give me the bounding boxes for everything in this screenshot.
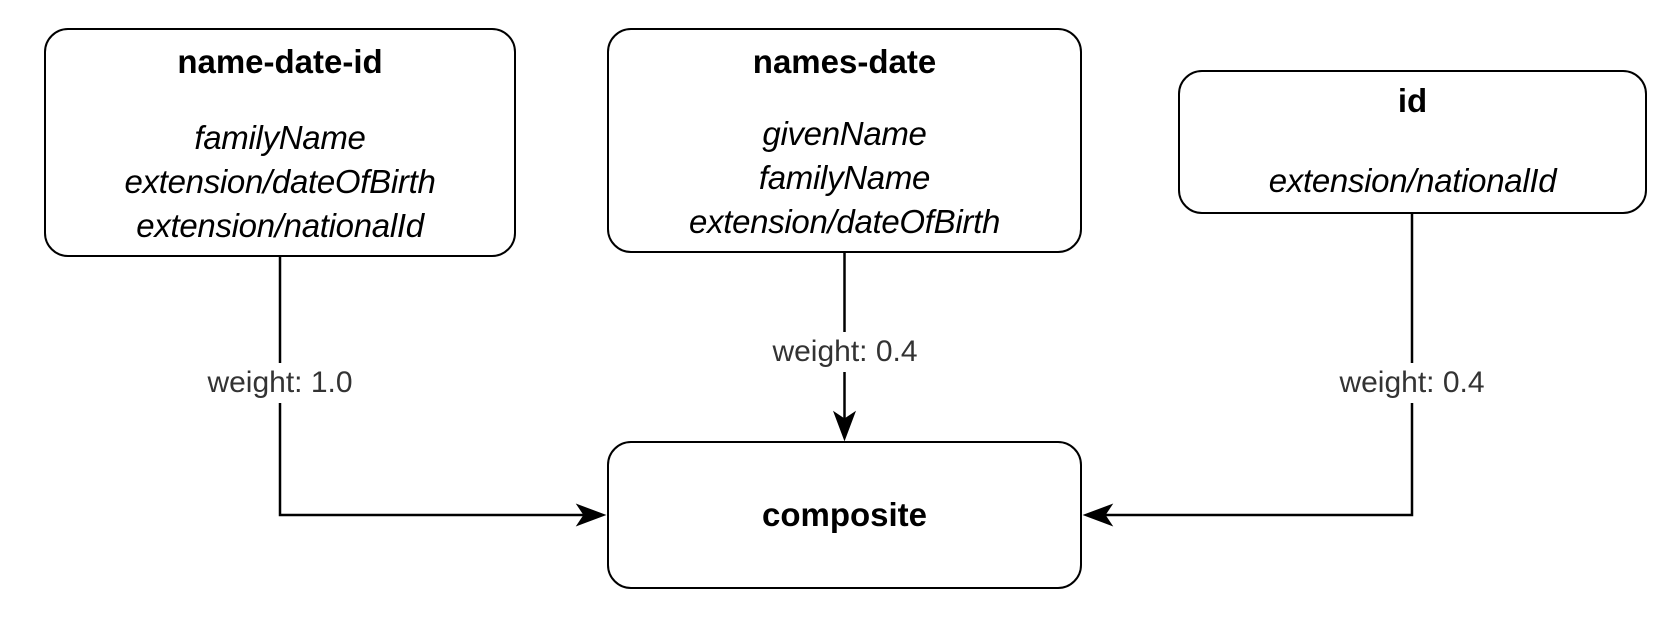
edge-name-date-id-to-composite [278, 257, 584, 517]
field-item: familyName [194, 119, 366, 156]
node-field-list: extension/nationalId [1180, 159, 1645, 212]
node-names-date: names-date givenName familyName extensio… [607, 28, 1082, 253]
edge-id-to-composite [1105, 214, 1414, 517]
node-title: names-date [752, 43, 937, 80]
node-title: name-date-id [177, 43, 383, 80]
field-item: givenName [762, 115, 927, 152]
field-item: extension/nationalId [1268, 162, 1557, 199]
field-item: extension/dateOfBirth [688, 203, 1001, 240]
node-title: composite [761, 496, 928, 533]
edge-weight-label: weight: 0.4 [1331, 363, 1493, 403]
arrowhead-left-icon [1082, 503, 1114, 527]
node-field-list: familyName extension/dateOfBirth extensi… [46, 116, 514, 255]
node-name-date-id: name-date-id familyName extension/dateOf… [44, 28, 516, 257]
node-composite: composite [607, 441, 1082, 589]
field-item: extension/dateOfBirth [124, 163, 436, 200]
edge-weight-label: weight: 1.0 [199, 363, 361, 403]
arrowhead-down-icon [832, 410, 857, 442]
node-id: id extension/nationalId [1178, 70, 1647, 214]
arrowhead-right-icon [575, 503, 607, 527]
field-item: extension/nationalId [136, 207, 424, 244]
node-field-list: givenName familyName extension/dateOfBir… [609, 112, 1080, 251]
node-title: id [1397, 82, 1428, 119]
field-item: familyName [758, 159, 931, 196]
edge-weight-label: weight: 0.4 [764, 332, 926, 372]
